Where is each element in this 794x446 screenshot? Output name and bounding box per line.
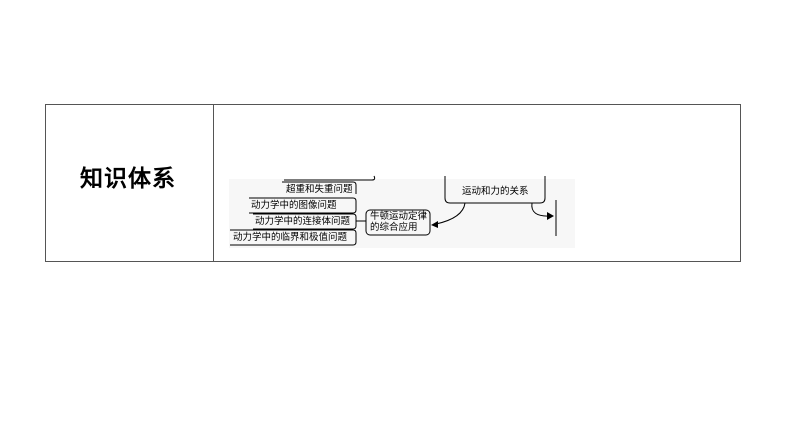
item-box-1 (282, 181, 357, 194)
table-divider (213, 104, 214, 262)
item-label: 动力学中的临界和极值问题 (233, 232, 348, 243)
top-bracket (284, 175, 376, 181)
knowledge-table (45, 104, 741, 262)
item-box-4 (230, 229, 357, 246)
center-node-line1: 牛顿运动定律 (370, 211, 428, 222)
relation-box (444, 176, 546, 204)
center-node-box (365, 209, 431, 236)
relation-label: 运动和力的关系 (462, 186, 529, 197)
item-label: 动力学中的连接体问题 (255, 216, 351, 227)
arrowhead-left (431, 221, 438, 228)
center-node-line2: 的综合应用 (370, 222, 418, 233)
arrowhead-right (547, 212, 554, 220)
item-label: 超重和失重问题 (286, 184, 353, 195)
item-box-2 (249, 197, 357, 214)
item-label: 动力学中的图像问题 (251, 200, 337, 211)
section-title: 知识体系 (80, 166, 176, 192)
arrow-to-center (435, 202, 466, 225)
arrow-to-bar (531, 202, 551, 217)
